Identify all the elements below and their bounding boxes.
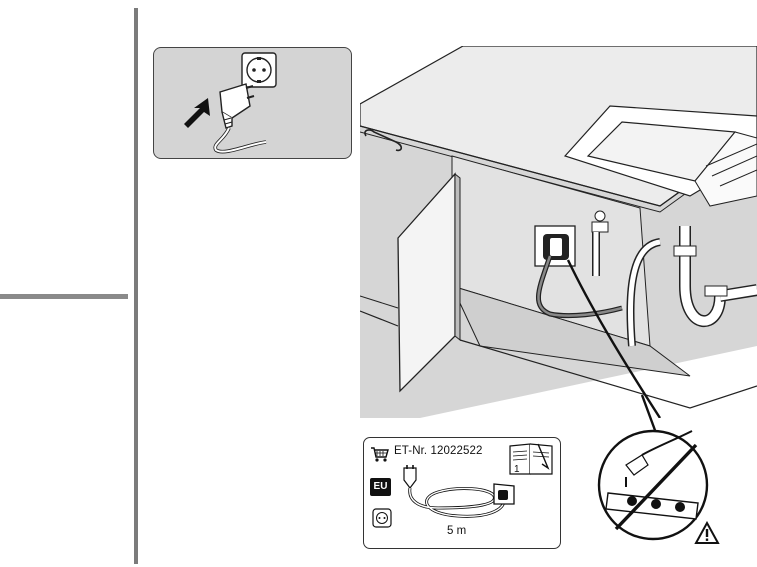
callout-line [640, 395, 658, 434]
manual-book-icon: 1 [509, 443, 553, 475]
svg-text:1: 1 [514, 464, 520, 475]
part-number-label: ET-Nr. 12022522 [394, 445, 483, 457]
warning-triangle-icon [694, 521, 720, 544]
sink-basin [563, 105, 757, 207]
plug-icon [213, 83, 267, 154]
cabinet-door [397, 172, 461, 393]
section-divider [0, 294, 128, 299]
insert-arrow-icon [184, 98, 210, 128]
power-cable-icon [403, 465, 515, 518]
no-extension-lead-icon [596, 425, 711, 545]
drain-pipe [673, 226, 757, 328]
shopping-cart-icon [371, 447, 389, 462]
spare-part-card: ET-Nr. 12022522 1 EU 5 m [363, 437, 561, 549]
cable-length-label: 5 m [447, 525, 467, 537]
plug-in-inset-panel [153, 47, 352, 159]
drawer-handle [364, 129, 403, 152]
under-sink-socket [534, 225, 623, 319]
water-hose [626, 238, 661, 347]
page-vertical-rule [134, 8, 138, 564]
kitchen-cabinet-illustration [360, 46, 757, 418]
water-tap [591, 210, 609, 276]
socket-icon [372, 508, 392, 528]
eu-region-badge: EU [370, 478, 391, 496]
wall-socket-icon [241, 52, 277, 88]
